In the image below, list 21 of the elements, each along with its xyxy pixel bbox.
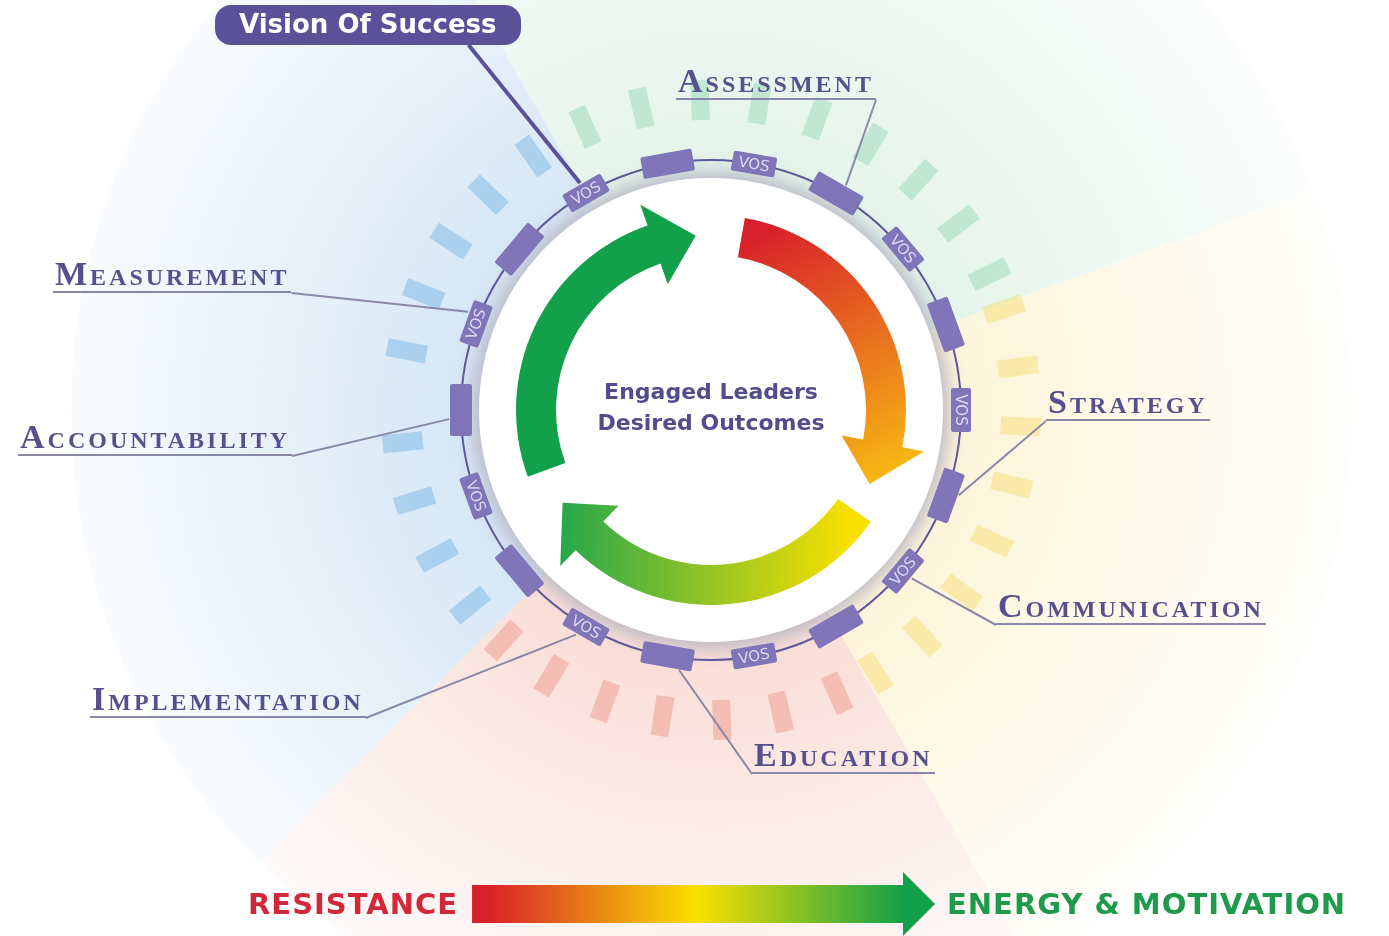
leader-line [957, 420, 1047, 497]
stage-label: Accountability [18, 420, 293, 456]
center-text: Engaged Leaders Desired Outcomes [586, 376, 836, 438]
leader-line [467, 43, 582, 185]
leader-line [844, 99, 877, 187]
stage-label: Communication [996, 589, 1266, 625]
stage-label: Assessment [676, 64, 876, 100]
callout-pill: Vision Of Success [215, 5, 521, 45]
leader-line [678, 669, 753, 775]
scale-label: RESISTANCE [248, 887, 459, 921]
scale-label: ENERGY & MOTIVATION [947, 887, 1347, 921]
stage-label: Education [752, 738, 935, 774]
leader-line [290, 292, 470, 313]
gradient-arrow [472, 872, 935, 936]
leader-line [364, 633, 578, 719]
stage-label: Implementation [90, 682, 366, 718]
stage-label: Measurement [53, 257, 292, 293]
leader-line [910, 577, 997, 626]
leader-line [291, 418, 451, 457]
stage-label: Strategy [1046, 385, 1210, 421]
vos-tag: VOS [951, 388, 971, 432]
